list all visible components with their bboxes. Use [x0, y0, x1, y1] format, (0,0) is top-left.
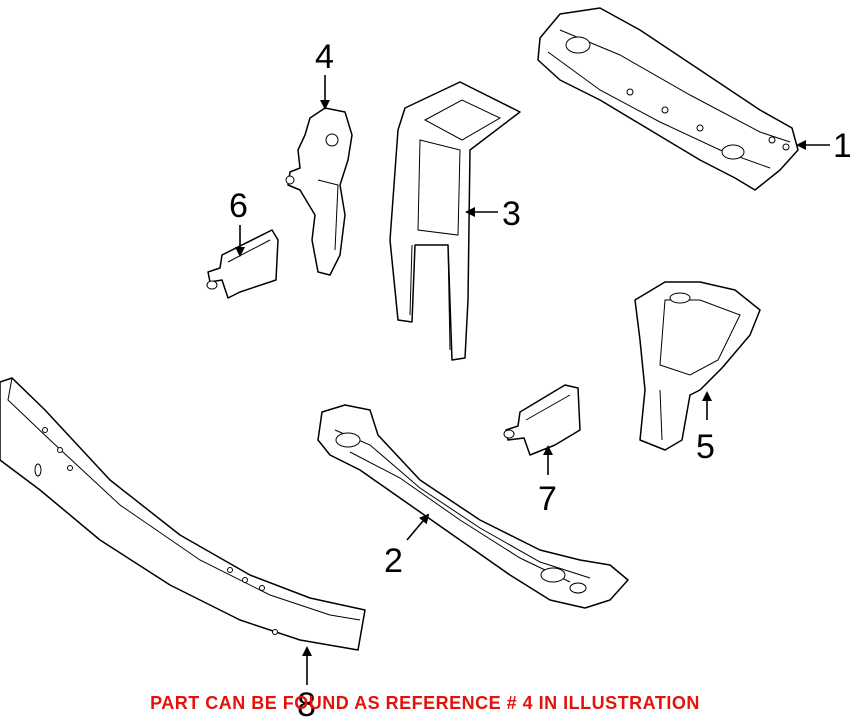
part-7-mount — [503, 384, 581, 456]
part-5-corner-bracket — [634, 281, 761, 451]
callout-3: 3 — [502, 195, 521, 233]
leader-2 — [406, 513, 430, 541]
callout-4: 4 — [315, 38, 334, 76]
callout-1: 1 — [833, 127, 850, 165]
part-6-mount — [206, 229, 279, 299]
callout-6: 6 — [229, 187, 248, 225]
callout-2: 2 — [384, 542, 403, 580]
callout-5: 5 — [696, 428, 715, 466]
part-8-bumper-reinforcement — [0, 377, 366, 651]
part-2-lower-tie-bar — [317, 404, 629, 609]
reference-notice: PART CAN BE FOUND AS REFERENCE # 4 IN IL… — [150, 693, 700, 713]
part-3-vertical-support — [389, 81, 521, 361]
callout-7: 7 — [538, 480, 557, 518]
part-1-upper-tie-bar — [537, 7, 799, 191]
part-4-bracket — [285, 107, 353, 276]
callout-8: 8 — [297, 686, 316, 721]
